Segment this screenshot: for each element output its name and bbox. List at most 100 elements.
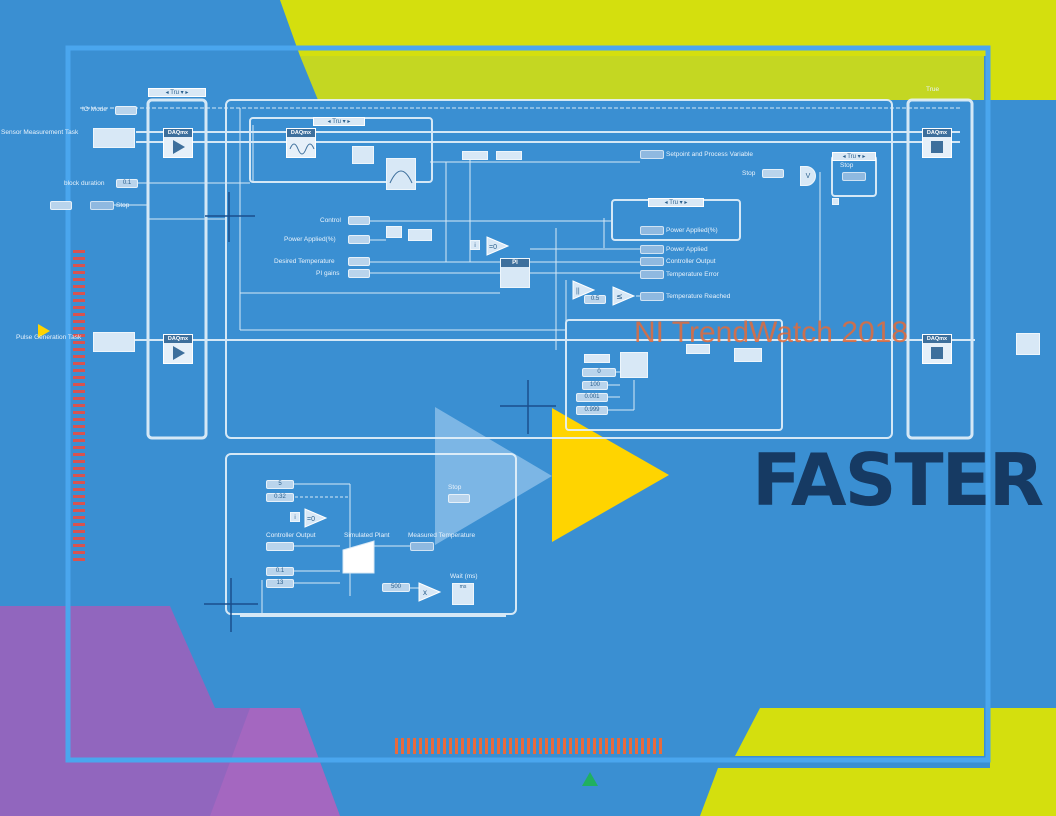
- waveform-icon: [289, 143, 315, 155]
- pulse-task-control[interactable]: [93, 332, 135, 352]
- orange-tick: [473, 738, 476, 754]
- bundle-node-1[interactable]: [462, 151, 488, 160]
- red-tick: [73, 411, 85, 414]
- bottom-yellow-band: [735, 708, 984, 756]
- play-arrow-light: [435, 407, 552, 545]
- desired-temperature-control[interactable]: [348, 257, 370, 266]
- stop-lower-control[interactable]: [448, 494, 470, 503]
- case-selector-left[interactable]: ◂ Tru ▾ ▸: [148, 88, 206, 97]
- constant-500[interactable]: 500: [382, 583, 410, 592]
- daqmx-stop-pulse[interactable]: DAQmx: [922, 334, 952, 364]
- orange-tick: [485, 738, 488, 754]
- red-tick: [73, 516, 85, 519]
- pi-controller-node[interactable]: PI: [500, 258, 530, 288]
- daqmx-read[interactable]: DAQmx: [286, 128, 316, 158]
- lower-right-subframe: [565, 319, 783, 431]
- case-selector-right[interactable]: ◂ Tru ▾ ▸: [832, 152, 876, 161]
- red-tick: [73, 278, 85, 281]
- constant-100[interactable]: 100: [582, 381, 608, 390]
- constant-13[interactable]: 13: [266, 579, 294, 588]
- orange-tick: [413, 738, 416, 754]
- power-applied-pct-out-label: Power Applied(%): [666, 227, 718, 234]
- bundle-node-3[interactable]: [584, 354, 610, 363]
- error-handler-node[interactable]: [1016, 333, 1040, 355]
- sensor-task-control[interactable]: [93, 128, 135, 148]
- bottom-yellow-corner: [700, 708, 1056, 816]
- power-applied-pct-label: Power Applied(%): [284, 236, 336, 243]
- sensor-task-label: Sensor Measurement Task: [1, 129, 79, 136]
- stop-right-control[interactable]: [762, 169, 784, 178]
- orange-tick: [443, 738, 446, 754]
- io-mode-control[interactable]: [115, 106, 137, 115]
- array-node[interactable]: [352, 146, 374, 164]
- stop-left-control[interactable]: [50, 201, 72, 210]
- red-tick: [73, 390, 85, 393]
- orange-tick: [629, 738, 632, 754]
- play-icon: [173, 140, 185, 154]
- constant-0[interactable]: 0: [582, 368, 616, 377]
- red-tick: [73, 299, 85, 302]
- eq-zero-node-top[interactable]: =0: [486, 236, 510, 256]
- red-tick: [73, 355, 85, 358]
- red-tick: [73, 292, 85, 295]
- constant-0001[interactable]: 0.001: [576, 393, 608, 402]
- small-yellow-marker: [38, 324, 50, 338]
- red-tick: [73, 362, 85, 365]
- control-control[interactable]: [348, 216, 370, 225]
- orange-tick: [407, 738, 410, 754]
- daqmx-stop-sensor[interactable]: DAQmx: [922, 128, 952, 158]
- daqmx-start-pulse[interactable]: DAQmx: [163, 334, 193, 364]
- scale-node[interactable]: [408, 229, 432, 241]
- waveform-node[interactable]: [620, 352, 648, 378]
- constant-01[interactable]: 0.1: [266, 567, 294, 576]
- watermark-text: NI TrendWatch 2018: [634, 316, 909, 349]
- red-tick: [73, 530, 85, 533]
- constant-5[interactable]: 5: [266, 480, 294, 489]
- orange-tick: [569, 738, 572, 754]
- orange-tick: [509, 738, 512, 754]
- constant-0999[interactable]: 0.999: [576, 406, 608, 415]
- pi-gains-control[interactable]: [348, 269, 370, 278]
- orange-tick: [587, 738, 590, 754]
- abs-value-node[interactable]: ||: [572, 280, 596, 300]
- red-tick: [73, 537, 85, 540]
- block-duration-control[interactable]: 0.1: [116, 179, 138, 188]
- bundle-node-2[interactable]: [496, 151, 522, 160]
- orange-tick: [503, 738, 506, 754]
- orange-tick: [491, 738, 494, 754]
- orange-tick: [599, 738, 602, 754]
- controller-output-lower-control[interactable]: [266, 542, 294, 551]
- stop-left-indicator: [90, 201, 114, 210]
- red-tick: [73, 509, 85, 512]
- main-frame: [65, 45, 991, 763]
- less-equal-node[interactable]: ≤: [612, 286, 636, 306]
- case-selector-inner[interactable]: ◂ Tru ▾ ▸: [313, 117, 365, 126]
- daqmx-start-sensor[interactable]: DAQmx: [163, 128, 193, 158]
- wait-ms-label: Wait (ms): [450, 573, 478, 580]
- multiply-node[interactable]: x: [418, 582, 442, 602]
- select-node[interactable]: [386, 226, 402, 238]
- power-applied-pct-control[interactable]: [348, 235, 370, 244]
- statistics-node[interactable]: [386, 158, 416, 190]
- orange-tick: [581, 738, 584, 754]
- orange-tick: [425, 738, 428, 754]
- orange-tick: [497, 738, 500, 754]
- red-tick: [73, 250, 85, 253]
- stop-inner-label: Stop: [840, 162, 854, 169]
- pulse-task-label: Pulse Generation Task: [16, 334, 82, 341]
- wait-node[interactable]: ms: [452, 583, 474, 605]
- or-node[interactable]: V: [800, 166, 816, 186]
- counter-node[interactable]: [734, 348, 762, 362]
- threshold-constant[interactable]: 0.5: [584, 295, 606, 304]
- red-tick: [73, 460, 85, 463]
- constant-032[interactable]: 0.32: [266, 493, 294, 502]
- read-node[interactable]: [686, 344, 710, 354]
- case-selector-mid[interactable]: ◂ Tru ▾ ▸: [648, 198, 704, 207]
- simulated-plant-node[interactable]: [342, 540, 376, 574]
- red-tick: [73, 369, 85, 372]
- eq-zero-node-bottom[interactable]: =0: [304, 508, 328, 528]
- red-tick: [73, 544, 85, 547]
- red-tick: [73, 257, 85, 260]
